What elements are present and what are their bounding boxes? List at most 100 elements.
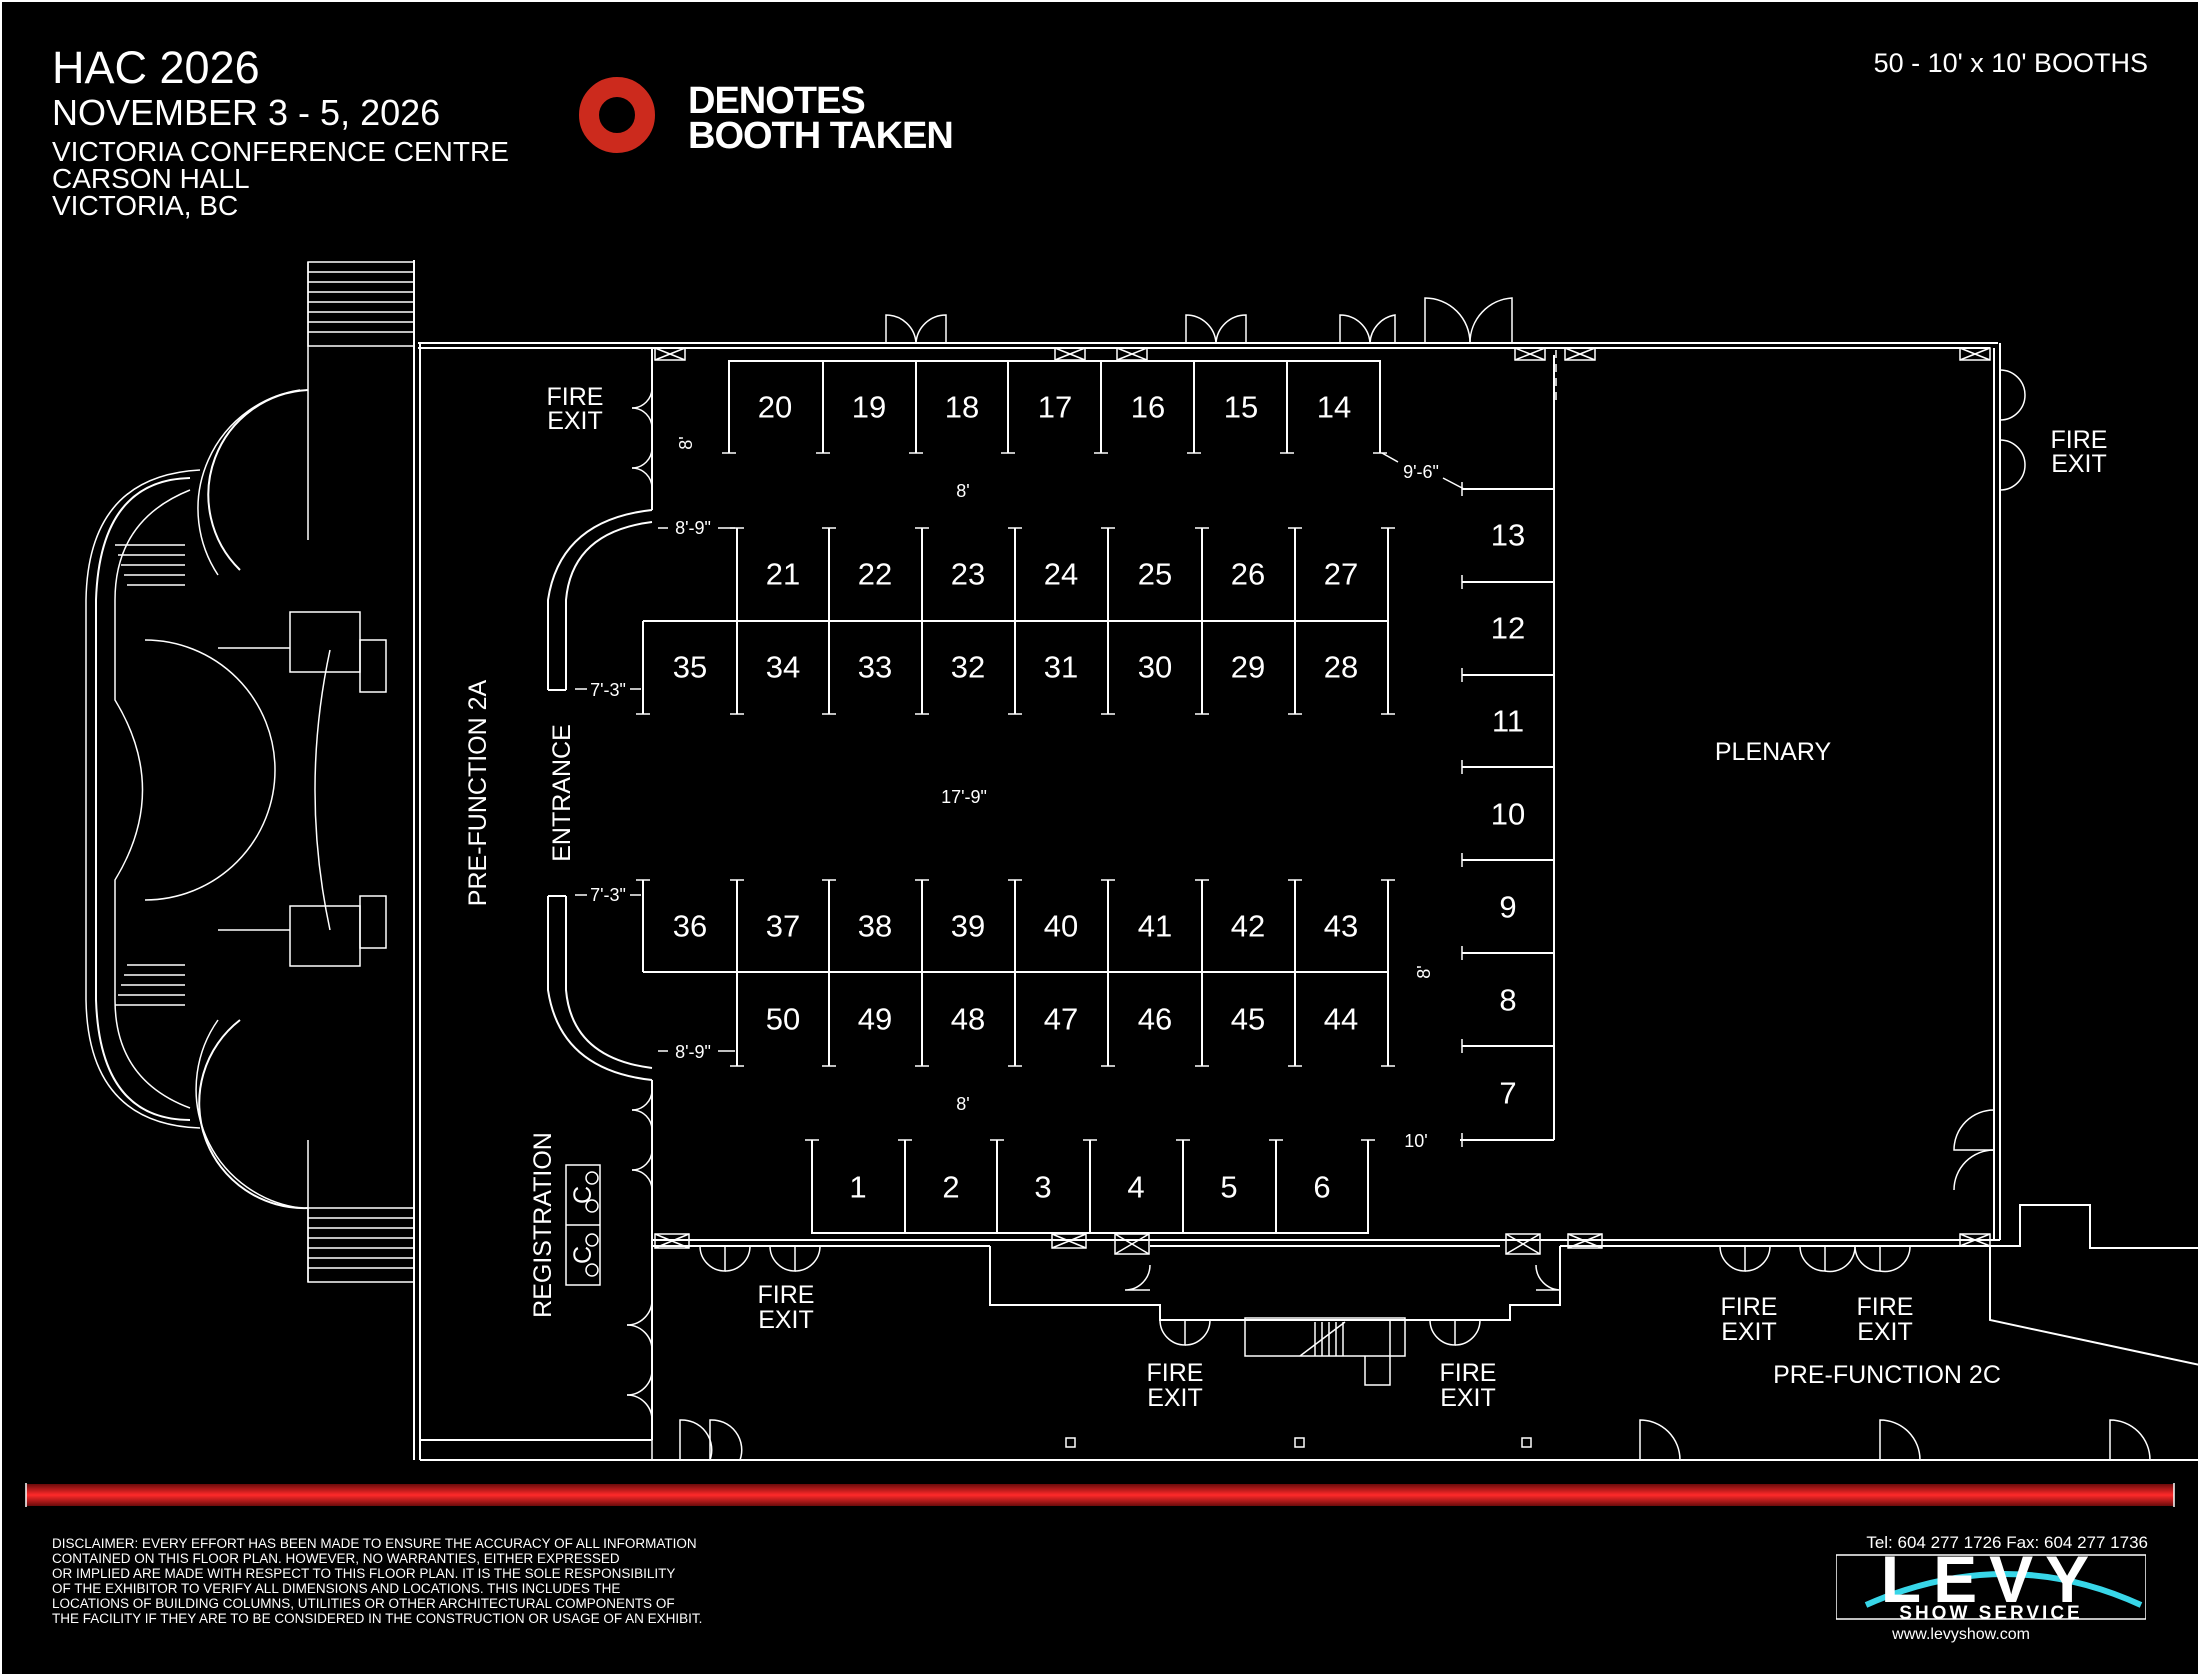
booth-17[interactable]: 17 xyxy=(1038,390,1072,425)
dim-entry-upper: 7'-3" xyxy=(590,680,626,700)
dim-left-gap-top: 8' xyxy=(676,436,696,449)
booth-23[interactable]: 23 xyxy=(951,557,985,592)
booth-34[interactable]: 34 xyxy=(766,650,800,685)
dim-right-gap: 8' xyxy=(1414,965,1434,978)
booth-27[interactable]: 27 xyxy=(1324,557,1358,592)
booth-45[interactable]: 45 xyxy=(1231,1002,1265,1037)
booth-46[interactable]: 46 xyxy=(1138,1002,1172,1037)
booth-30[interactable]: 30 xyxy=(1138,650,1172,685)
booth-32[interactable]: 32 xyxy=(951,650,985,685)
legend-line-1: DENOTES xyxy=(688,80,866,122)
booth-outlines xyxy=(636,360,1554,1234)
disclaimer-line: OR IMPLIED ARE MADE WITH RESPECT TO THIS… xyxy=(52,1566,676,1581)
prefunction-2a-label: PRE-FUNCTION 2A xyxy=(464,679,492,906)
legend-text: DENOTES BOOTH TAKEN xyxy=(688,80,954,157)
booth-29[interactable]: 29 xyxy=(1231,650,1265,685)
booth-26[interactable]: 26 xyxy=(1231,557,1265,592)
event-title: HAC 2026 xyxy=(52,42,260,93)
booth-39[interactable]: 39 xyxy=(951,909,985,944)
fire-exit-label: EXIT xyxy=(1147,1384,1203,1412)
booth-4[interactable]: 4 xyxy=(1127,1170,1144,1205)
booth-36[interactable]: 36 xyxy=(673,909,707,944)
fire-exit-label: EXIT xyxy=(547,407,603,435)
venue-name: VICTORIA CONFERENCE CENTRE xyxy=(52,136,509,167)
booth-15[interactable]: 15 xyxy=(1224,390,1258,425)
booth-31[interactable]: 31 xyxy=(1044,650,1078,685)
levy-logo[interactable]: LEVY SHOW SERVICE xyxy=(1836,1542,2146,1624)
booth-20[interactable]: 20 xyxy=(758,390,792,425)
dim-bottom-aisle: 8' xyxy=(956,1094,969,1114)
dim-top-aisle: 8' xyxy=(956,481,969,501)
logo-swoosh xyxy=(1836,1554,2146,1620)
booth-43[interactable]: 43 xyxy=(1324,909,1358,944)
dim-entry-bottom: 8'-9" xyxy=(675,1042,711,1062)
event-dates: NOVEMBER 3 - 5, 2026 xyxy=(52,92,441,133)
fire-exit-label: EXIT xyxy=(1440,1384,1496,1412)
booth-9[interactable]: 9 xyxy=(1499,890,1516,925)
disclaimer-line: OF THE EXHIBITOR TO VERIFY ALL DIMENSION… xyxy=(52,1581,621,1596)
dim-bottom-right-gap: 10' xyxy=(1404,1131,1427,1151)
booth-35[interactable]: 35 xyxy=(673,650,707,685)
booth-18[interactable]: 18 xyxy=(945,390,979,425)
booth-14[interactable]: 14 xyxy=(1317,390,1351,425)
booth-16[interactable]: 16 xyxy=(1131,390,1165,425)
booth-13[interactable]: 13 xyxy=(1491,518,1525,553)
venue-city: VICTORIA, BC xyxy=(52,190,239,221)
booth-42[interactable]: 42 xyxy=(1231,909,1265,944)
disclaimer-line: LOCATIONS OF BUILDING COLUMNS, UTILITIES… xyxy=(52,1596,675,1611)
booth-47[interactable]: 47 xyxy=(1044,1002,1078,1037)
entrance-label: ENTRANCE xyxy=(548,724,576,862)
booth-11[interactable]: 11 xyxy=(1492,704,1524,739)
fire-exit-label: FIRE xyxy=(1857,1293,1914,1321)
contact-info: Tel: 604 277 1726 Fax: 604 277 1736 xyxy=(1866,1533,2148,1552)
footer-divider-bar xyxy=(26,1484,2174,1506)
registration-label: REGISTRATION xyxy=(529,1132,557,1318)
booth-7[interactable]: 7 xyxy=(1499,1076,1516,1111)
booth-5[interactable]: 5 xyxy=(1220,1170,1237,1205)
dim-entry-top: 8'-9" xyxy=(675,518,711,538)
fire-exit-label: EXIT xyxy=(2051,450,2107,478)
fire-exit-label: EXIT xyxy=(1721,1318,1777,1346)
booth-2[interactable]: 2 xyxy=(942,1170,959,1205)
booth-19[interactable]: 19 xyxy=(852,390,886,425)
reg-table-label: C xyxy=(569,1246,597,1264)
booth-8[interactable]: 8 xyxy=(1499,983,1516,1018)
booth-50[interactable]: 50 xyxy=(766,1002,800,1037)
booth-25[interactable]: 25 xyxy=(1138,557,1172,592)
reg-table-label: C xyxy=(569,1186,597,1204)
booth-21[interactable]: 21 xyxy=(766,557,800,592)
booth-41[interactable]: 41 xyxy=(1138,909,1172,944)
fire-exit-label: FIRE xyxy=(1440,1359,1497,1387)
venue-hall: CARSON HALL xyxy=(52,163,250,194)
booth-10[interactable]: 10 xyxy=(1491,797,1525,832)
prefunction-2c-label: PRE-FUNCTION 2C xyxy=(1773,1361,2001,1389)
disclaimer-line: CONTAINED ON THIS FLOOR PLAN. HOWEVER, N… xyxy=(52,1551,620,1566)
fire-exits: FIRE EXIT FIRE EXIT FIRE EXIT FIRE EXIT … xyxy=(547,383,2108,1412)
booth-24[interactable]: 24 xyxy=(1044,557,1078,592)
booth-49[interactable]: 49 xyxy=(858,1002,892,1037)
logo-subtitle: SHOW SERVICE xyxy=(1899,1603,2083,1624)
booth-22[interactable]: 22 xyxy=(858,557,892,592)
booth-38[interactable]: 38 xyxy=(858,909,892,944)
booth-37[interactable]: 37 xyxy=(766,909,800,944)
booth-28[interactable]: 28 xyxy=(1324,650,1358,685)
booth-33[interactable]: 33 xyxy=(858,650,892,685)
booth-12[interactable]: 12 xyxy=(1491,611,1525,646)
booth-40[interactable]: 40 xyxy=(1044,909,1078,944)
building-walls xyxy=(85,260,2200,1461)
legend-line-2: BOOTH TAKEN xyxy=(688,115,954,157)
dim-entry-lower: 7'-3" xyxy=(590,885,626,905)
registration-desk: C C xyxy=(565,1164,601,1286)
website-link[interactable]: www.levyshow.com xyxy=(1892,1626,2030,1643)
dim-corner-gap: 9'-6" xyxy=(1403,462,1439,482)
fire-exit-label: FIRE xyxy=(1721,1293,1778,1321)
booth-3[interactable]: 3 xyxy=(1034,1170,1051,1205)
dim-center-aisle: 17'-9" xyxy=(941,787,987,807)
booth-48[interactable]: 48 xyxy=(951,1002,985,1037)
booth-numbers: 20 19 18 17 16 15 14 21 22 23 24 25 26 2… xyxy=(673,390,1525,1205)
logo-word: LEVY xyxy=(1880,1542,2102,1616)
booth-1[interactable]: 1 xyxy=(849,1170,866,1205)
area-labels: PLENARY PRE-FUNCTION 2A ENTRANCE REGISTR… xyxy=(464,679,2001,1389)
booth-6[interactable]: 6 xyxy=(1313,1170,1330,1205)
booth-44[interactable]: 44 xyxy=(1324,1002,1358,1037)
